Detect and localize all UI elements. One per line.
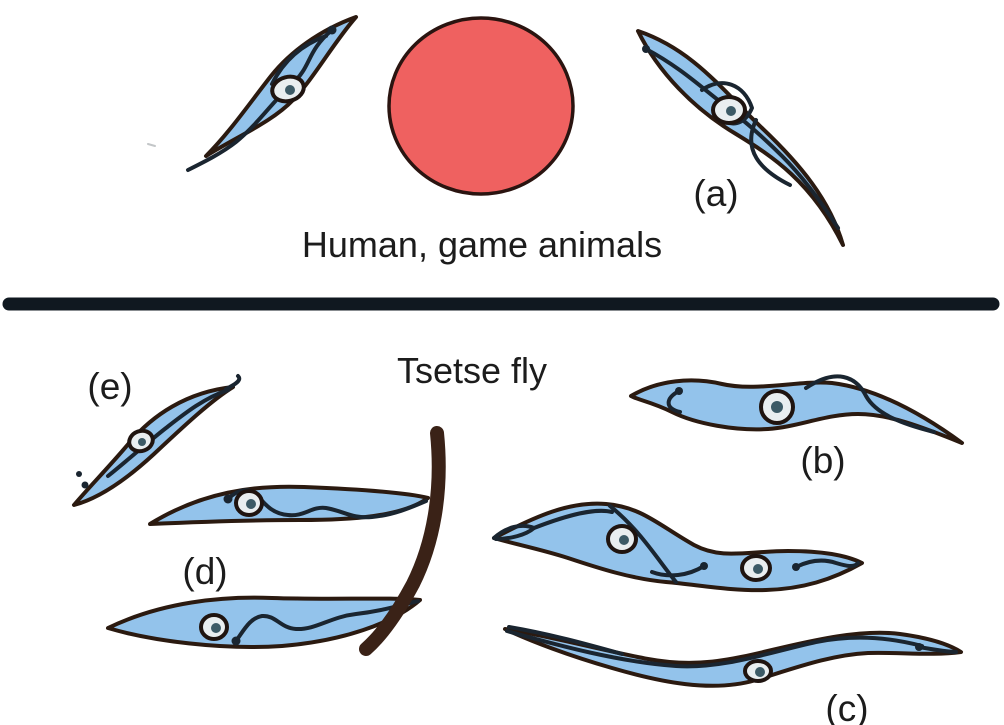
nucleolus-dot — [285, 85, 295, 95]
undulating-membrane — [270, 34, 328, 86]
trypanosome-stage-c-lower — [503, 625, 963, 688]
trypanosome-stage-a — [636, 29, 845, 247]
kinetoplast-dot — [642, 45, 650, 53]
flagellum-tip-curl — [917, 645, 958, 654]
posterior-dot — [81, 481, 89, 489]
kinetoplast-dot — [76, 471, 82, 477]
flagellum — [186, 28, 334, 172]
nucleolus-dot — [755, 667, 765, 677]
nucleolus-dot — [138, 438, 146, 446]
flagellum-second-line — [507, 625, 624, 656]
nucleolus-dot-2 — [753, 564, 763, 574]
flagellum — [234, 599, 420, 643]
stage-label-a: (a) — [693, 173, 738, 214]
vector-section: Tsetse fly (e) (d) — [72, 350, 964, 725]
trypanosome-stage-e — [72, 374, 242, 507]
trypanosome-body — [636, 29, 845, 247]
flagellum-curl-left — [650, 564, 706, 578]
host-section: (a) Human, game animals — [147, 15, 845, 265]
trypanosome-body — [503, 627, 963, 688]
kinetoplast-dot — [700, 562, 708, 570]
nucleolus-dot — [246, 499, 256, 509]
host-section-title: Human, game animals — [302, 224, 662, 265]
gut-wall-line — [359, 426, 446, 656]
trypanosome-body — [106, 595, 422, 649]
trypanosome-body — [492, 501, 864, 593]
nucleolus-dot — [619, 535, 629, 545]
trypanosome-host-left — [186, 15, 358, 172]
flagellum — [644, 47, 840, 230]
kinetoplast-dot — [675, 387, 683, 395]
vector-section-title: Tsetse fly — [397, 350, 547, 391]
flagellum-curl-right — [794, 558, 860, 569]
trypanosome-stage-c-upper — [492, 501, 864, 593]
flagellum — [505, 629, 924, 669]
kinetoplast-dot — [231, 636, 241, 646]
kinetoplast-dot — [915, 643, 923, 651]
red-blood-cell — [387, 16, 575, 196]
kinetoplast-dot — [223, 494, 233, 504]
anterior-hook — [224, 374, 242, 391]
flagellum — [106, 388, 230, 478]
trypanosome-body — [72, 385, 235, 507]
trypanosome-body — [148, 484, 430, 526]
stage-label-e: (e) — [87, 366, 132, 407]
faint-smudge — [147, 143, 156, 147]
nucleolus-dot — [211, 623, 221, 633]
trypanosome-stage-d-lower — [106, 595, 422, 649]
membrane-cross-line — [749, 118, 792, 187]
nucleolus-dot — [771, 401, 783, 413]
stage-label-c: (c) — [825, 688, 868, 725]
flagellum — [532, 508, 614, 530]
kinetoplast-dot — [327, 25, 337, 35]
stage-label-b: (b) — [800, 440, 845, 481]
kinetoplast-dot-2 — [792, 563, 800, 571]
trypanosome-stage-d-upper — [148, 484, 430, 526]
nucleolus-dot — [726, 106, 736, 116]
trypanosome-stage-b — [629, 374, 964, 445]
stage-label-d: (d) — [182, 551, 227, 592]
undulating-membrane — [804, 374, 936, 434]
